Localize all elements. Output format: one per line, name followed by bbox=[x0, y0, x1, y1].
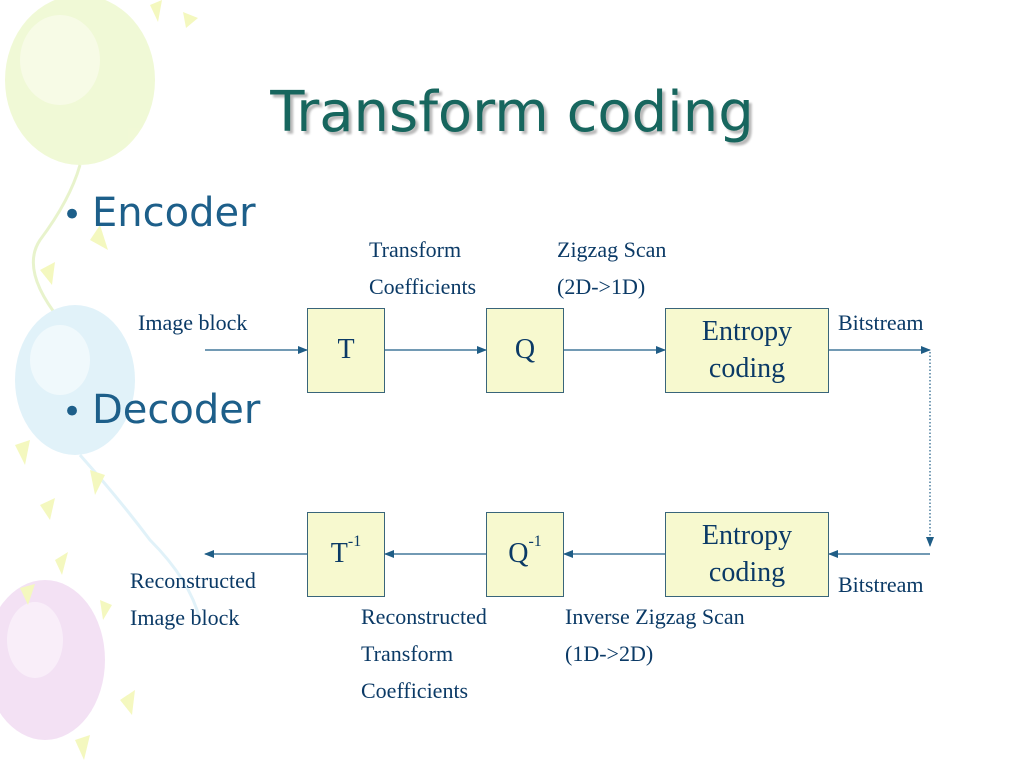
transform-box-label: T bbox=[337, 334, 355, 366]
confetti-1 bbox=[150, 0, 162, 22]
confetti-10 bbox=[100, 600, 112, 620]
inverse-zigzag-scan-label: Inverse Zigzag Scan (1D->2D) bbox=[565, 598, 745, 672]
image-block-label: Image block bbox=[138, 310, 248, 335]
confetti-6 bbox=[90, 470, 105, 495]
balloon-pink-highlight bbox=[7, 602, 63, 678]
inverse-quantizer-box: Q-1 bbox=[486, 512, 564, 597]
quantizer-box-label: Q bbox=[514, 334, 536, 366]
zigzag-scan-line-1: Zigzag Scan bbox=[557, 237, 667, 262]
inverse-transform-label: T-1 bbox=[330, 533, 362, 572]
balloon-green-string bbox=[31, 164, 82, 321]
confetti-5 bbox=[15, 440, 30, 465]
confetti-4 bbox=[40, 262, 55, 285]
confetti-2 bbox=[183, 12, 198, 28]
entropy-coding-decoder-box: Entropy coding bbox=[665, 512, 829, 597]
confetti-8 bbox=[55, 552, 68, 575]
inverse-zigzag-line-2: (1D->2D) bbox=[565, 641, 654, 666]
confetti-12 bbox=[75, 735, 90, 760]
bitstream-output-label: Bitstream bbox=[838, 310, 924, 335]
balloon-blue-highlight bbox=[30, 325, 90, 395]
confetti-7 bbox=[40, 498, 55, 520]
slide-title: Transform coding bbox=[270, 80, 754, 145]
bullet-encoder: •Encoder bbox=[62, 190, 256, 236]
inverse-transform-box: T-1 bbox=[307, 512, 385, 597]
transform-coefficients-label: Transform Coefficients bbox=[369, 231, 476, 305]
inverse-transform-base: T bbox=[330, 538, 348, 570]
transform-box: T bbox=[307, 308, 385, 393]
balloon-green-highlight bbox=[20, 15, 100, 105]
inverse-transform-superscript: -1 bbox=[347, 533, 362, 551]
reconstructed-transform-coefficients-label: Reconstructed Transform Coefficients bbox=[361, 598, 487, 709]
bullet-decoder-text: Decoder bbox=[92, 387, 261, 433]
entropy-coding-decoder-label: Entropy coding bbox=[701, 520, 793, 588]
confetti-9 bbox=[20, 584, 35, 605]
bullet-dot: • bbox=[62, 195, 83, 235]
transform-coefficients-line-2: Coefficients bbox=[369, 274, 477, 299]
entropy-coding-encoder-label: Entropy coding bbox=[701, 316, 793, 384]
inverse-zigzag-line-1: Inverse Zigzag Scan bbox=[565, 604, 745, 629]
transform-coefficients-line-1: Transform bbox=[369, 237, 462, 262]
zigzag-scan-label: Zigzag Scan (2D->1D) bbox=[557, 231, 666, 305]
reconstructed-image-line-1: Reconstructed bbox=[130, 568, 256, 593]
reconstructed-coefficients-line-2: Transform bbox=[361, 641, 454, 666]
inverse-quantizer-superscript: -1 bbox=[528, 533, 542, 551]
reconstructed-coefficients-line-3: Coefficients bbox=[361, 678, 469, 703]
inverse-quantizer-label: Q-1 bbox=[508, 533, 542, 572]
bullet-decoder: •Decoder bbox=[62, 387, 260, 433]
reconstructed-image-line-2: Image block bbox=[130, 605, 240, 630]
reconstructed-coefficients-line-1: Reconstructed bbox=[361, 604, 487, 629]
quantizer-box: Q bbox=[486, 308, 564, 393]
bullet-encoder-text: Encoder bbox=[92, 190, 256, 236]
confetti-11 bbox=[120, 690, 135, 715]
entropy-coding-encoder-box: Entropy coding bbox=[665, 308, 829, 393]
bitstream-input-label: Bitstream bbox=[838, 572, 924, 597]
bullet-dot: • bbox=[62, 392, 83, 432]
inverse-quantizer-base: Q bbox=[508, 538, 529, 570]
reconstructed-image-block-label: Reconstructed Image block bbox=[130, 562, 256, 636]
confetti-3 bbox=[90, 225, 108, 250]
zigzag-scan-line-2: (2D->1D) bbox=[557, 274, 646, 299]
